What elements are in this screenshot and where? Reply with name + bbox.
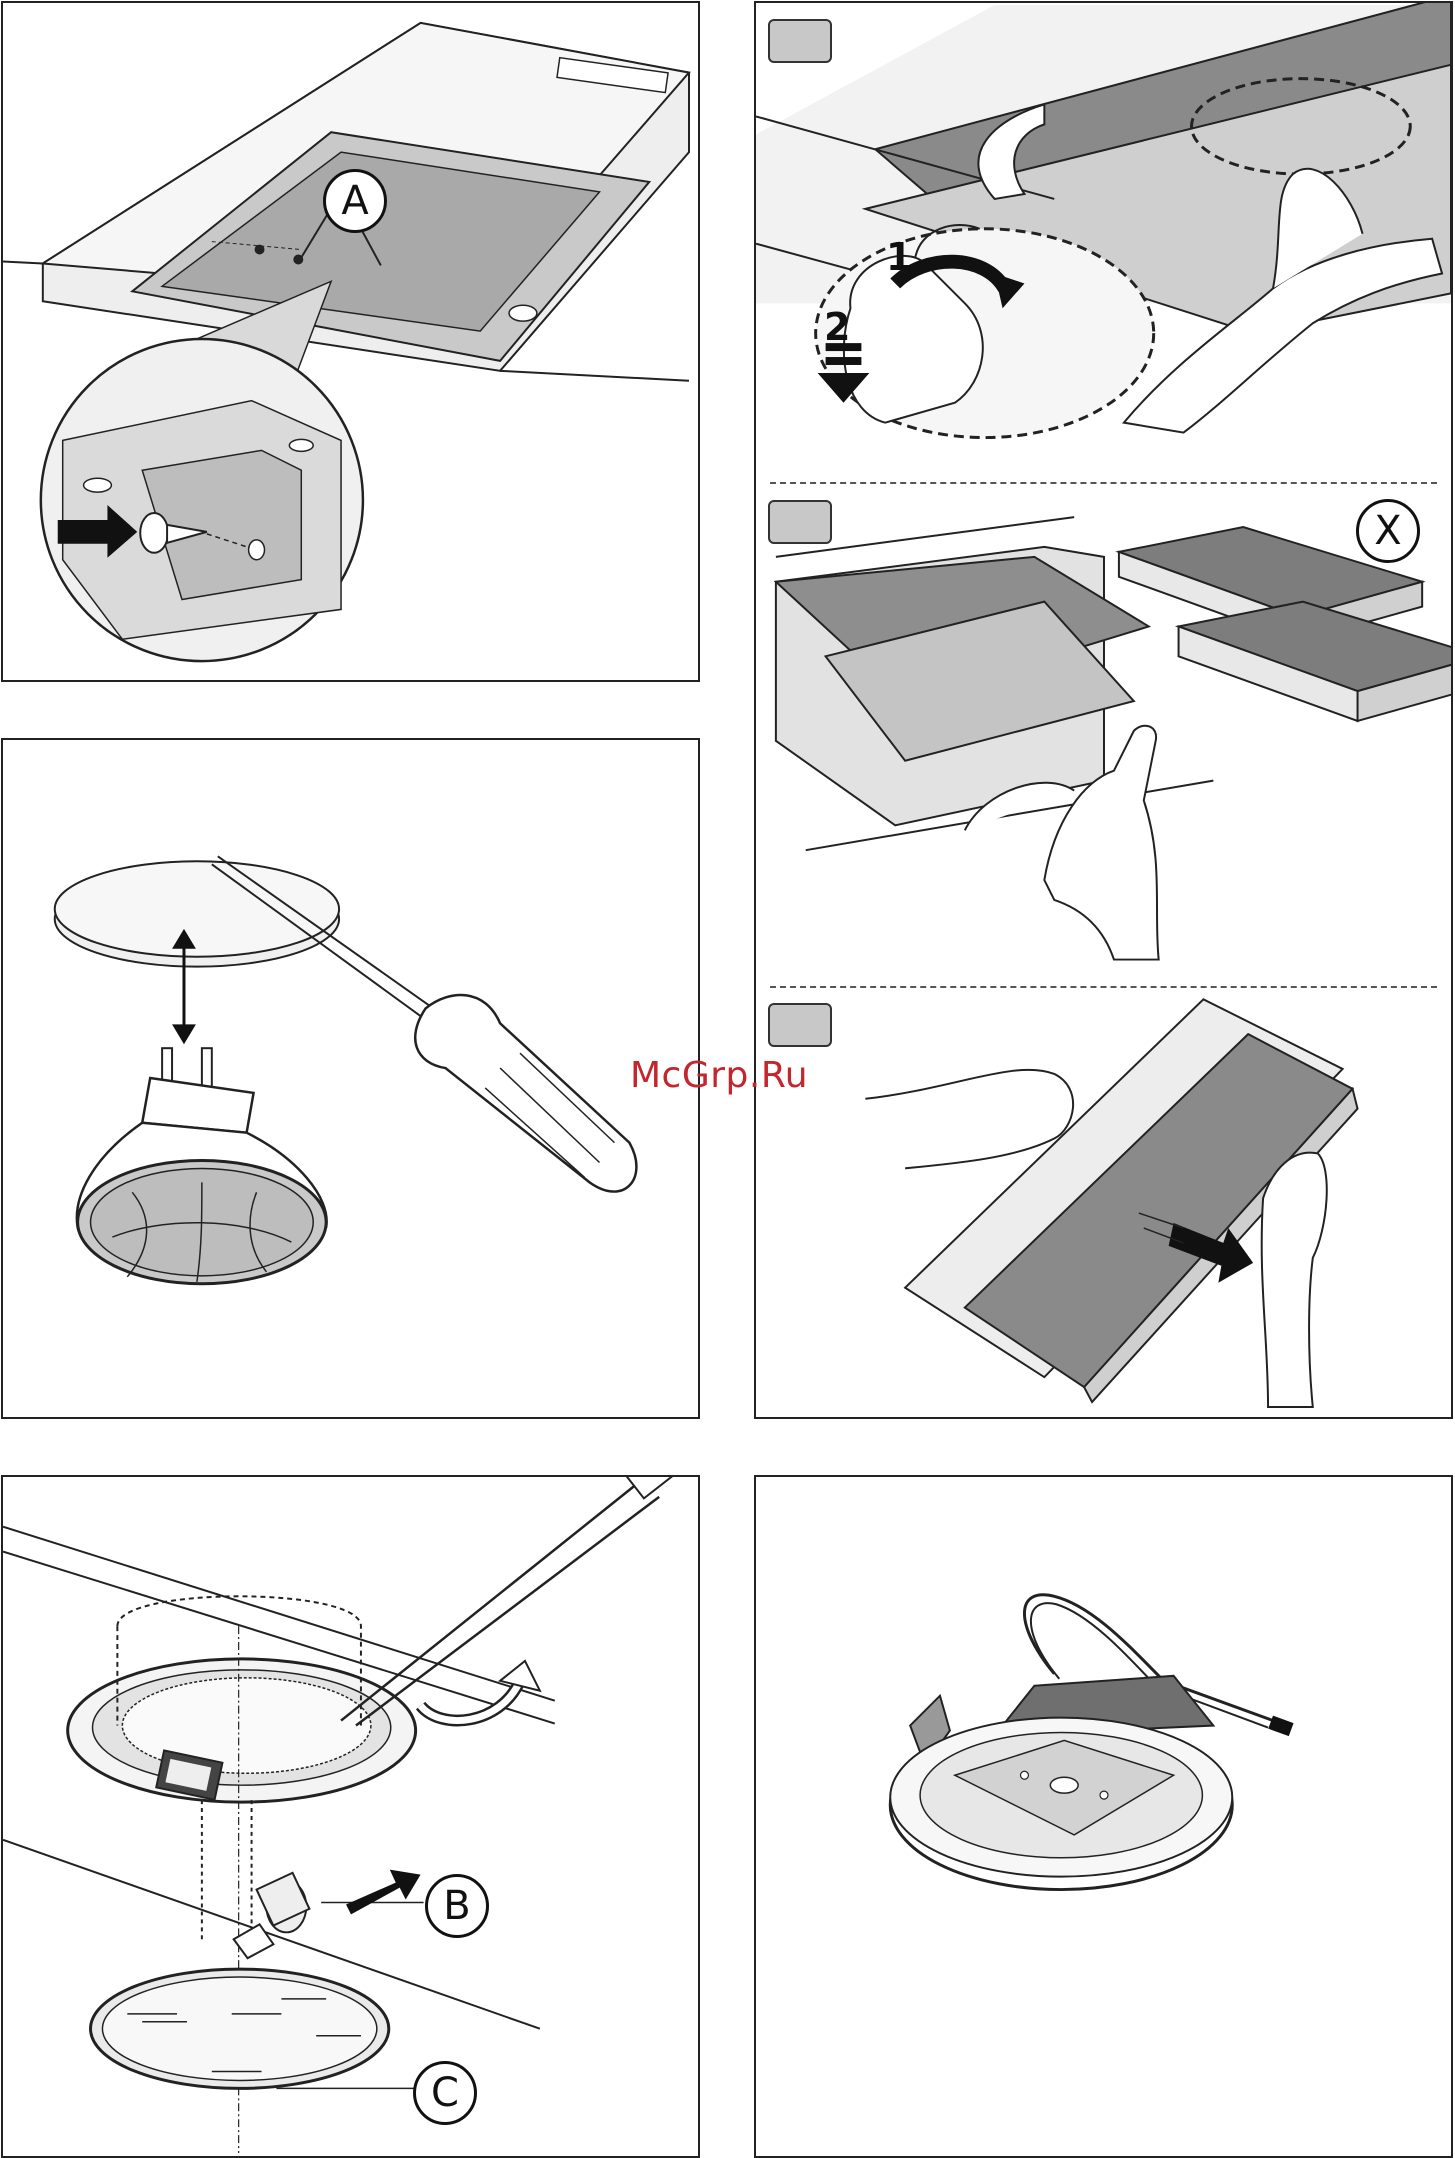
callout-x: X: [1356, 499, 1420, 563]
watermark-text: McGrp.Ru: [630, 1055, 808, 1096]
light-cover-illustration: [3, 1477, 698, 2156]
sub-step-number-1: 1: [886, 235, 912, 279]
panel-light-cover: B C: [1, 1475, 700, 2158]
step-divider-1: [770, 482, 1437, 484]
step-box-3: [768, 1003, 832, 1047]
callout-a: A: [323, 169, 387, 233]
panel-light-fitting: [754, 1475, 1453, 2158]
callout-c-label: C: [431, 2073, 459, 2113]
panel-screw-mounting: A: [1, 1, 700, 682]
bulb-screwdriver-illustration: [3, 740, 698, 1417]
filter-removal-illustration: [756, 3, 1451, 1417]
hood-screw-illustration: [3, 3, 698, 680]
step-box-1: [768, 19, 832, 63]
step-divider-2: [770, 986, 1437, 988]
callout-x-label: X: [1374, 511, 1401, 551]
panel-bulb-replacement: [1, 738, 700, 1419]
light-fitting-illustration: [756, 1477, 1451, 2156]
step-box-2: [768, 500, 832, 544]
callout-b: B: [425, 1874, 489, 1938]
sub-step-number-2: 2: [824, 305, 850, 349]
panel-filter-replacement: 1 2 X: [754, 1, 1453, 1419]
callout-b-label: B: [443, 1886, 470, 1926]
callout-a-label: A: [341, 181, 368, 221]
callout-c: C: [413, 2061, 477, 2125]
